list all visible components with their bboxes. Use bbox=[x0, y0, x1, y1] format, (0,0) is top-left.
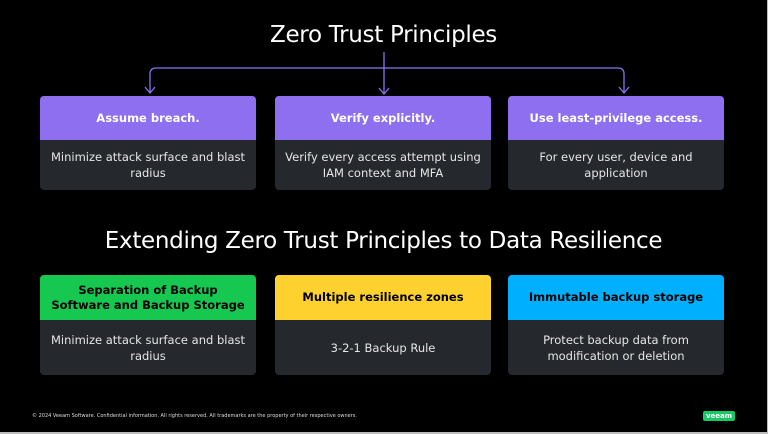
principle-card-least-privilege: Use least-privilege access. For every us… bbox=[508, 96, 724, 190]
principle-card-verify-explicitly: Verify explicitly. Verify every access a… bbox=[275, 96, 491, 190]
card-body: Minimize attack surface and blast radius bbox=[50, 332, 245, 363]
principle-card-assume-breach: Assume breach. Minimize attack surface a… bbox=[40, 96, 256, 190]
card-header: Verify explicitly. bbox=[275, 96, 491, 140]
card-body: For every user, device and application bbox=[539, 150, 693, 180]
card-body: Minimize attack surface and blast radius bbox=[50, 150, 245, 180]
card-header: Multiple resilience zones bbox=[275, 275, 491, 320]
card-body: 3-2-1 Backup Rule bbox=[330, 340, 436, 355]
resilience-card-zones: Multiple resilience zones 3-2-1 Backup R… bbox=[275, 275, 491, 375]
copyright-footer: © 2024 Veeam Software. Confidential info… bbox=[32, 413, 357, 419]
card-header: Use least-privilege access. bbox=[508, 96, 724, 140]
card-body: Protect backup data from modification or… bbox=[543, 332, 689, 363]
resilience-card-immutable: Immutable backup storage Protect backup … bbox=[508, 275, 724, 375]
connector-arrows bbox=[144, 52, 630, 96]
section-title: Extending Zero Trust Principles to Data … bbox=[104, 228, 663, 254]
slide-title: Zero Trust Principles bbox=[269, 22, 497, 48]
card-header: Assume breach. bbox=[40, 96, 256, 140]
card-body: Verify every access attempt using IAM co… bbox=[285, 150, 481, 180]
resilience-card-separation: Separation of Backup Software and Backup… bbox=[40, 275, 256, 375]
card-header: Immutable backup storage bbox=[508, 275, 724, 320]
veeam-logo: veeam bbox=[703, 411, 735, 421]
card-header: Separation of Backup Software and Backup… bbox=[40, 275, 256, 320]
